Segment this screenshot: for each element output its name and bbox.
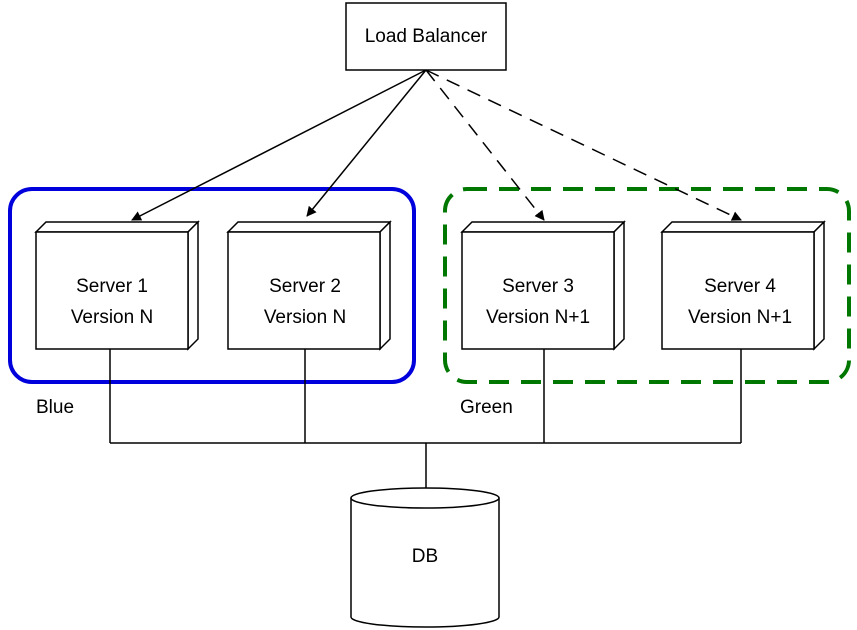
green-group-label: Green: [460, 397, 513, 418]
database-bus: [109, 349, 742, 498]
blue-group-box: [8, 187, 416, 384]
server-2-node[interactable]: Server 2 Version N: [226, 220, 392, 351]
connection-lb-server-3: [425, 69, 545, 221]
server-4-version: Version N+1: [688, 307, 792, 328]
server-2-name: Server 2: [269, 276, 341, 297]
server-4-name: Server 4: [704, 276, 776, 297]
blue-group-label: Blue: [36, 397, 74, 418]
connection-lb-server-1: [131, 69, 427, 221]
load-balancer-label: Load Balancer: [365, 26, 488, 47]
load-balancer-node[interactable]: Load Balancer: [345, 2, 507, 71]
server-1-version: Version N: [71, 307, 153, 328]
connection-lb-server-2: [306, 69, 427, 217]
server-4-node[interactable]: Server 4 Version N+1: [660, 220, 826, 351]
server-1-name: Server 1: [76, 276, 148, 297]
connection-lb-server-4: [425, 69, 742, 221]
server-3-version: Version N+1: [486, 307, 590, 328]
server-2-version: Version N: [264, 307, 346, 328]
server-3-node[interactable]: Server 3 Version N+1: [460, 220, 626, 351]
server-1-node[interactable]: Server 1 Version N: [34, 220, 200, 351]
database-node[interactable]: DB: [350, 487, 500, 628]
green-group-box: [443, 187, 851, 384]
server-3-name: Server 3: [502, 276, 574, 297]
database-label: DB: [412, 546, 438, 567]
